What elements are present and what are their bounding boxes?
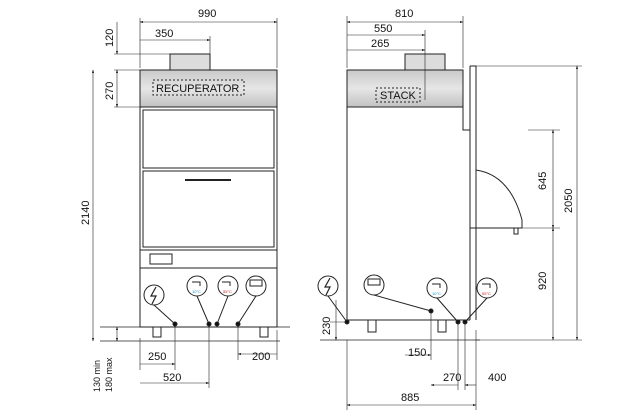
dim-250: 250 bbox=[148, 351, 166, 363]
drain-symbol bbox=[249, 279, 263, 287]
dim-150: 150 bbox=[408, 347, 426, 359]
recuperator-label-box bbox=[152, 79, 245, 96]
side-tap-symbols bbox=[432, 283, 491, 288]
dim-265: 265 bbox=[371, 38, 389, 50]
dim-920: 920 bbox=[537, 272, 549, 290]
door-curve bbox=[475, 169, 523, 229]
front-view bbox=[91, 18, 290, 388]
dim-2140: 2140 bbox=[80, 201, 92, 225]
side-electric-icon bbox=[317, 275, 339, 297]
conn-point-3 bbox=[214, 321, 220, 327]
side-foot-2 bbox=[437, 319, 447, 333]
dim-180-max: 180 max bbox=[104, 357, 114, 392]
dim-130-min: 130 min bbox=[92, 360, 102, 392]
dim-885: 885 bbox=[401, 392, 419, 404]
rear-panel-back bbox=[470, 65, 477, 320]
conn-point-4 bbox=[235, 321, 241, 327]
front-cold-temp: 10°C bbox=[192, 289, 201, 294]
stack-label: STACK bbox=[380, 90, 417, 102]
conn-point-2 bbox=[206, 321, 212, 327]
dim-270: 270 bbox=[104, 82, 116, 100]
front-hot-temp: 55°C bbox=[223, 289, 232, 294]
dim-120: 120 bbox=[104, 29, 116, 47]
side-hot-temp: 55°C bbox=[482, 291, 491, 296]
door-hinge bbox=[513, 227, 519, 235]
side-connection-leads bbox=[327, 294, 488, 323]
front-flue bbox=[169, 53, 211, 71]
dim-200: 200 bbox=[252, 351, 270, 363]
side-stack bbox=[346, 69, 464, 108]
side-cold-temp: 10°C bbox=[432, 291, 441, 296]
dim-550: 550 bbox=[374, 23, 392, 35]
dim-2050: 2050 bbox=[563, 189, 575, 213]
dim-350: 350 bbox=[155, 28, 173, 40]
dim-230: 230 bbox=[321, 317, 333, 335]
side-foot-1 bbox=[367, 319, 377, 333]
dim-400: 400 bbox=[488, 372, 506, 384]
front-foot-left bbox=[152, 326, 162, 338]
dim-810: 810 bbox=[395, 8, 413, 20]
lightning-bolt bbox=[149, 286, 157, 305]
front-foot-right bbox=[259, 326, 269, 338]
side-view bbox=[317, 16, 582, 410]
dim-270: 270 bbox=[443, 372, 461, 384]
front-body bbox=[139, 106, 278, 328]
side-body-top-step bbox=[462, 107, 470, 131]
connection-leads bbox=[153, 295, 257, 325]
dim-645: 645 bbox=[537, 172, 549, 190]
upper-door bbox=[142, 109, 275, 169]
control-display bbox=[149, 253, 173, 265]
front-recuperator bbox=[139, 69, 278, 108]
stack-label-box bbox=[375, 87, 421, 103]
recuperator-label: RECUPERATOR bbox=[156, 83, 239, 95]
side-lightning-bolt bbox=[323, 277, 331, 296]
lower-door bbox=[142, 170, 275, 248]
tap-symbols bbox=[192, 281, 231, 286]
dim-520: 520 bbox=[163, 372, 181, 384]
dim-990: 990 bbox=[198, 8, 216, 20]
electric-icon bbox=[143, 284, 165, 306]
conn-point-1 bbox=[172, 321, 178, 327]
side-drain-symbol bbox=[367, 278, 381, 286]
